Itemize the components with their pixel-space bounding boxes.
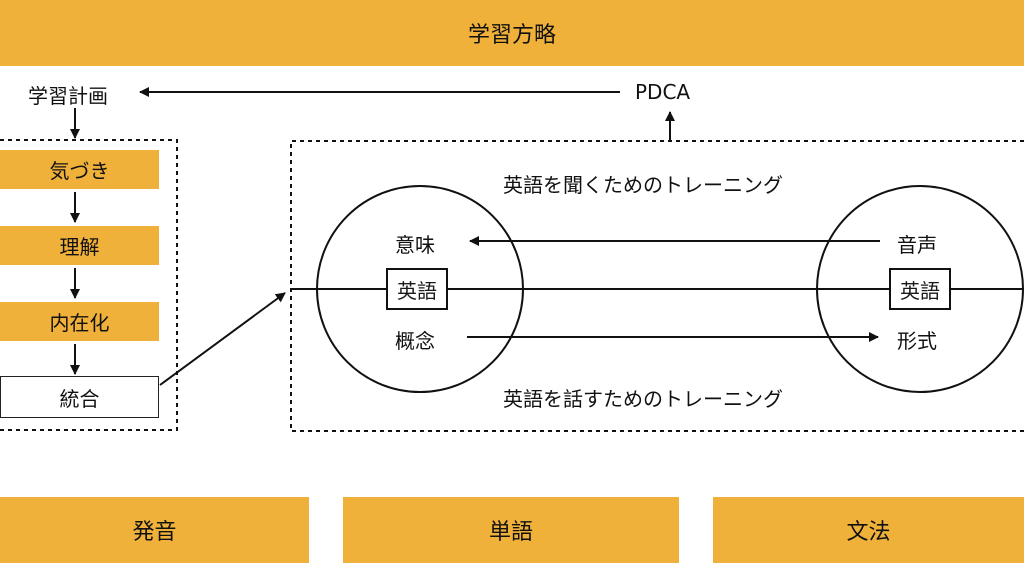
english-box-right: 英語 [889,268,951,310]
form-label: 形式 [897,329,937,353]
pdca-label: PDCA [635,80,691,104]
step-label: 気づき [49,159,110,183]
plan-label: 学習計画 [28,84,108,108]
foundation-grammar: 文法 [713,497,1024,563]
english-label: 英語 [900,278,940,303]
speaking-title: 英語を話すためのトレーニング [503,387,783,411]
meaning-label: 意味 [395,233,435,257]
english-box-left: 英語 [386,268,448,310]
step-label: 理解 [59,235,100,259]
page-title: 学習方略 [467,23,556,48]
listening-title: 英語を聞くためのトレーニング [503,173,783,197]
sound-label: 音声 [897,233,937,257]
step-understanding: 理解 [0,226,159,265]
foundation-label: 単語 [488,520,533,545]
foundation-pronunciation: 発音 [0,497,309,563]
foundation-label: 発音 [132,520,177,545]
integrate-to-training-arrow [159,292,286,386]
process-dashed-box [0,139,178,431]
english-label: 英語 [397,278,437,303]
concept-label: 概念 [395,329,435,353]
foundation-label: 文法 [846,520,891,545]
step-internalization: 内在化 [0,302,159,341]
header-bar: 学習方略 [0,0,1024,66]
step-label: 統合 [59,386,100,411]
step-awareness: 気づき [0,150,159,189]
step-label: 内在化 [49,311,110,335]
step-integration: 統合 [0,376,159,418]
foundation-vocabulary: 単語 [343,497,679,563]
